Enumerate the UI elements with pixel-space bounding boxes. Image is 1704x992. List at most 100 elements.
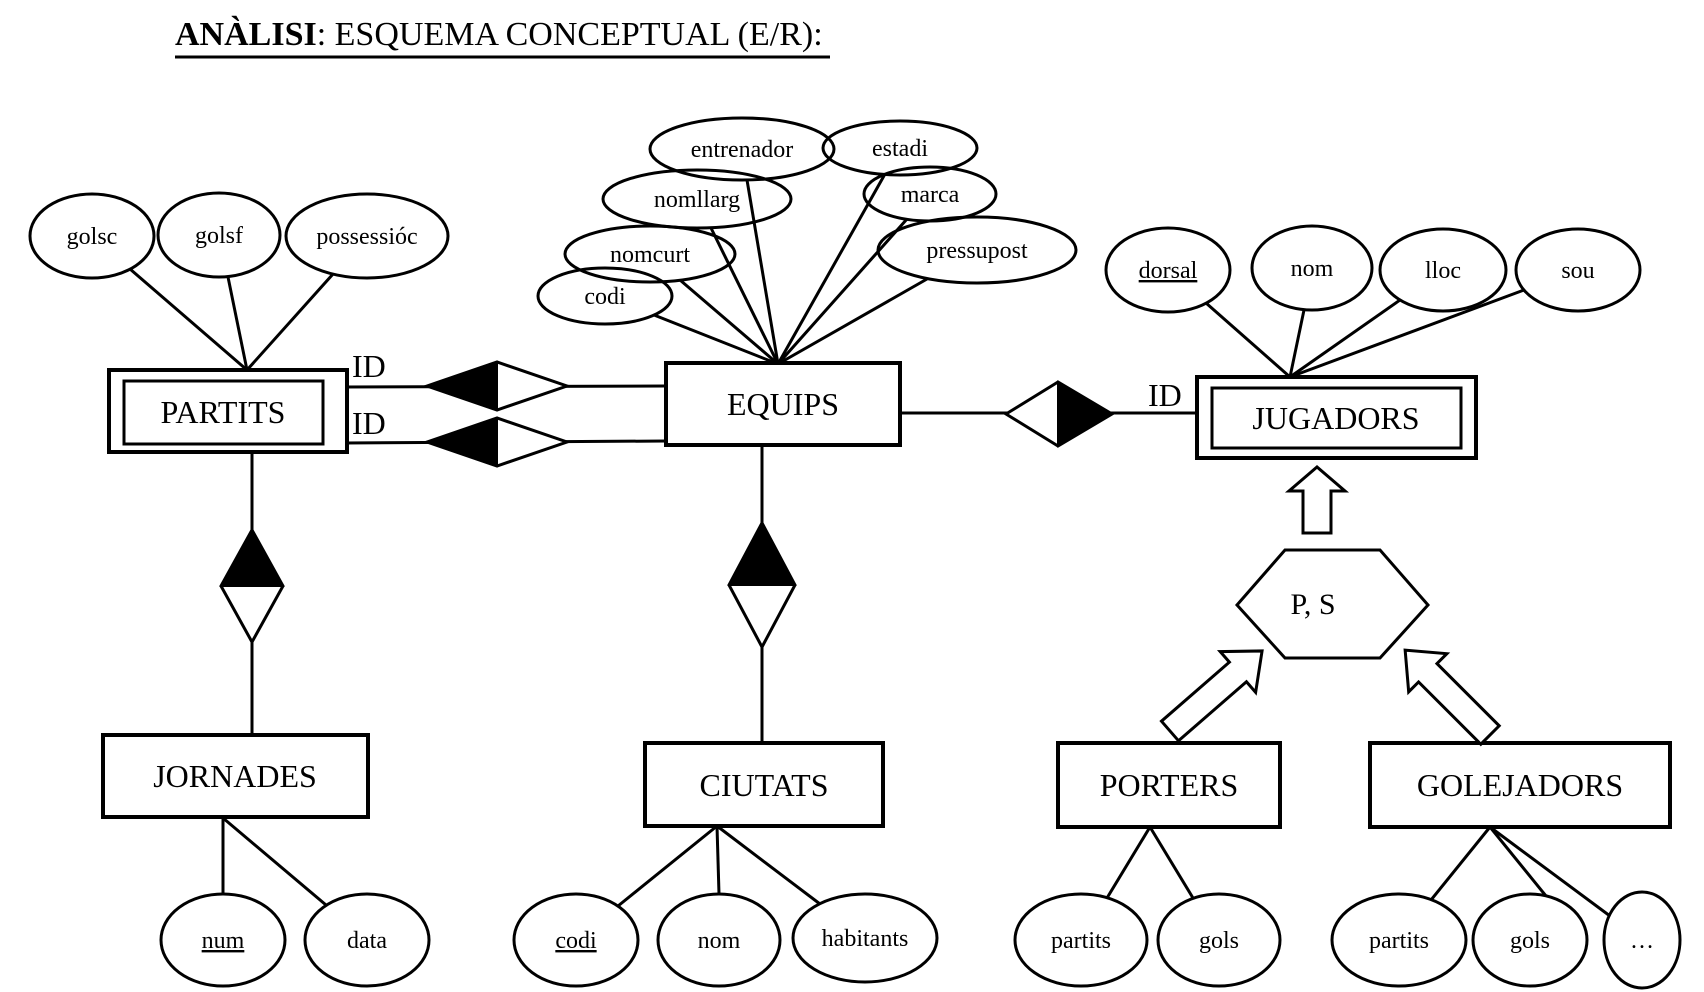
attribute-entrenador: entrenador — [648, 116, 836, 182]
page-title: ANÀLISI: ESQUEMA CONCEPTUAL (E/R): — [175, 16, 823, 53]
entity-jugadors-inner-box — [1210, 386, 1463, 450]
attribute-possessioc: possessióc — [284, 192, 450, 280]
connector-estadi — [776, 173, 887, 365]
attribute-ellipse — [1013, 892, 1149, 988]
attribute-label: gols — [1199, 928, 1239, 954]
attribute-data: data — [303, 892, 431, 988]
attribute-label: nom — [698, 928, 741, 954]
relationship-diamond-equips-ciutats — [727, 519, 797, 651]
attribute-num: num — [159, 892, 287, 988]
attribute-label: gols — [1510, 928, 1550, 954]
attribute-label: marca — [901, 182, 960, 208]
page-title-rest: : ESQUEMA CONCEPTUAL (E/R): — [317, 16, 823, 53]
attribute-marca: marca — [862, 165, 998, 223]
connector-nomcurt — [679, 278, 779, 366]
attribute-golsc: golsc — [28, 192, 156, 280]
id-label-partits-lower: ID — [352, 405, 386, 441]
relationship-diamond-equips-jugadors — [1003, 380, 1115, 448]
entity-partits-outer-box — [107, 368, 349, 454]
diamond-black-half — [423, 360, 498, 412]
attribute-partits-golejadors: partits — [1330, 892, 1468, 988]
entity-jugadors-label: JUGADORS — [1252, 400, 1419, 436]
isa-arrow-from-porters-icon — [1159, 649, 1264, 743]
attribute-ellipse — [159, 892, 287, 988]
attribute-sou: sou — [1514, 227, 1642, 313]
attribute-golsf: golsf — [156, 191, 282, 279]
connector-codi-ciutats — [617, 824, 718, 908]
attribute-label-key: codi — [555, 928, 597, 954]
connector-data — [222, 816, 327, 907]
diamond-black-half — [423, 416, 498, 468]
attribute-label: nomcurt — [610, 242, 690, 268]
attribute-label: lloc — [1425, 258, 1461, 284]
attribute-label: entrenador — [691, 137, 794, 163]
golejadors-attribute-connectors — [1429, 825, 1611, 918]
attribute-ellipse — [821, 119, 979, 177]
isa-arrow-from-golejadors-icon — [1403, 648, 1502, 747]
attribute-ellipse — [1602, 890, 1682, 990]
attribute-pressupost: pressupost — [876, 215, 1078, 285]
attribute-ellipse — [1104, 226, 1232, 314]
attribute-label: possessióc — [316, 224, 417, 250]
attribute-label: golsc — [67, 224, 118, 250]
entity-ciutats: CIUTATS — [643, 741, 885, 828]
entity-partits: PARTITS — [107, 368, 349, 454]
entity-equips: EQUIPS — [664, 361, 902, 447]
attribute-partits-porters: partits — [1013, 892, 1149, 988]
attribute-nomcurt: nomcurt — [563, 224, 737, 284]
page-title-emphasis: ANÀLISI — [175, 16, 317, 53]
entity-jugadors-outer-box — [1195, 375, 1478, 460]
attribute-label: … — [1630, 928, 1654, 954]
specialization-group: P, S — [1159, 465, 1502, 747]
attribute-ellipse — [1378, 227, 1508, 313]
connector-nomllarg — [709, 227, 780, 365]
entity-equips-label: EQUIPS — [727, 386, 839, 422]
attribute-dorsal: dorsal — [1104, 226, 1232, 314]
attribute-ellipse — [1250, 224, 1374, 312]
attribute-label: data — [347, 928, 387, 954]
connector-golsc — [129, 267, 248, 372]
attribute-label: pressupost — [926, 238, 1028, 264]
entity-ciutats-box — [643, 741, 885, 828]
attribute-label: codi — [584, 284, 626, 310]
attribute-label: partits — [1369, 928, 1429, 954]
attribute-ellipse — [284, 192, 450, 280]
entity-partits-inner-box — [122, 379, 325, 446]
attribute-nomllarg: nomllarg — [601, 168, 793, 230]
ciutats-attribute-connectors — [617, 824, 821, 908]
connector-partits-porters — [1105, 826, 1152, 899]
attribute-label-key: dorsal — [1139, 258, 1198, 284]
jornades-attribute-connectors — [221, 816, 327, 907]
entity-partits-label: PARTITS — [161, 394, 286, 430]
entity-golejadors-label: GOLEJADORS — [1417, 767, 1623, 803]
id-label-jugadors: ID — [1148, 377, 1182, 413]
connector-habitants — [716, 824, 821, 906]
attribute-nom-jugadors: nom — [1250, 224, 1374, 312]
entity-porters-label: PORTERS — [1100, 767, 1239, 803]
connector-gols-porters — [1148, 826, 1195, 899]
entity-porters-box — [1056, 741, 1282, 829]
connector-entrenador — [745, 179, 780, 365]
attribute-label-key: num — [202, 928, 245, 954]
entity-ciutats-label: CIUTATS — [700, 767, 829, 803]
diamond-black-half — [727, 520, 797, 586]
attribute-lloc: lloc — [1378, 227, 1508, 313]
attribute-ellipsis-golejadors: … — [1602, 890, 1682, 990]
attribute-estadi: estadi — [821, 119, 979, 177]
attribute-habitants: habitants — [791, 892, 939, 984]
specialization-constraint-label: P, S — [1290, 588, 1335, 621]
entity-porters: PORTERS — [1056, 741, 1282, 829]
specialization-hexagon — [1234, 548, 1431, 660]
attribute-label: golsf — [195, 223, 243, 249]
attribute-ellipse — [648, 116, 836, 182]
connector-dorsal — [1205, 301, 1291, 379]
id-label-partits-upper: ID — [352, 348, 386, 384]
entity-jornades: JORNADES — [101, 733, 370, 819]
attribute-ellipse — [1471, 892, 1589, 988]
relationship-diamond-partits-jornades — [219, 526, 285, 646]
attribute-codi-ciutats: codi — [512, 892, 640, 988]
partits-attribute-connectors — [129, 267, 335, 372]
connector-golsf — [226, 276, 249, 371]
attribute-label: estadi — [872, 136, 928, 162]
entity-equips-box — [664, 361, 902, 447]
